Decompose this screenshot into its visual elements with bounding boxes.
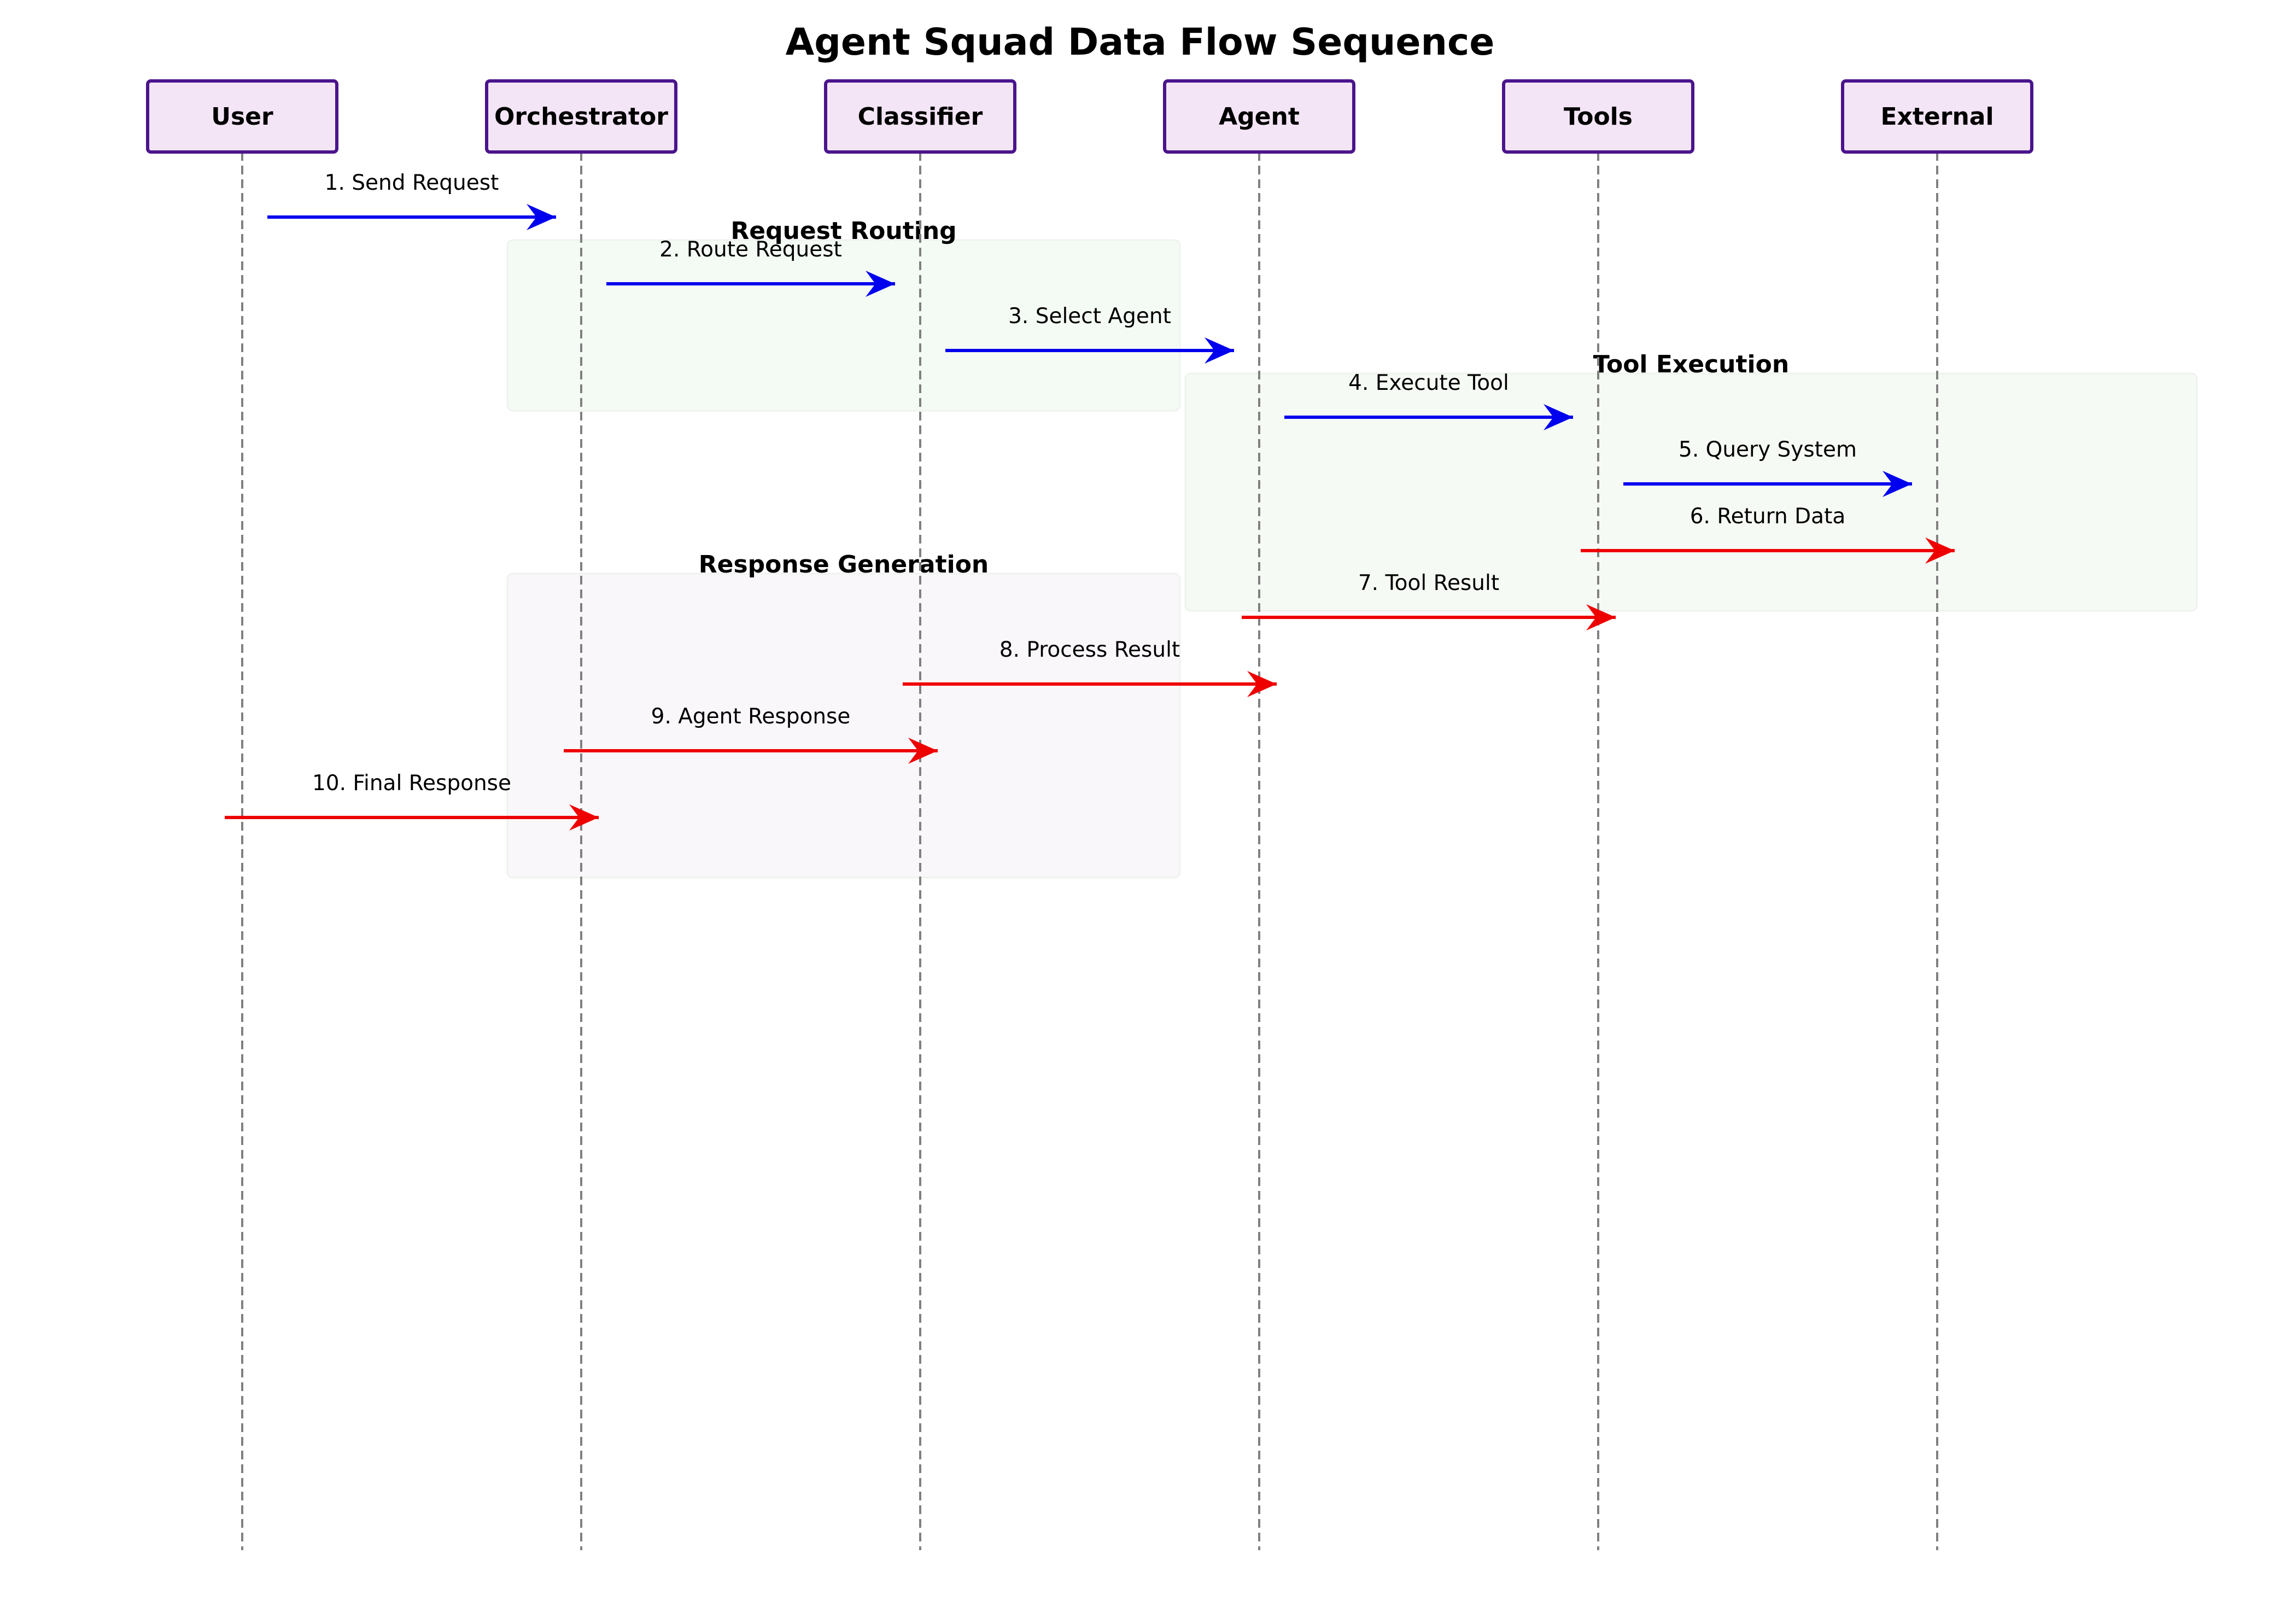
- message-9: 9. Agent Response: [564, 704, 938, 764]
- actor-box-orchestrator: [485, 79, 677, 154]
- actor-tools[interactable]: Tools: [1502, 79, 1694, 154]
- message-10: 10. Final Response: [225, 771, 599, 831]
- message-1: 1. Send Request: [267, 171, 556, 230]
- actor-label-classifier: Classifier: [858, 103, 983, 131]
- message-label-1: 1. Send Request: [325, 171, 499, 195]
- actor-external[interactable]: External: [1841, 79, 2033, 154]
- group-label-request-routing: Request Routing: [730, 217, 956, 245]
- group-label-tool-execution: Tool Execution: [1593, 350, 1789, 378]
- message-2: 2. Route Request: [606, 237, 895, 297]
- actor-label-orchestrator: Orchestrator: [494, 103, 668, 131]
- message-label-5: 5. Query System: [1679, 437, 1857, 462]
- actor-classifier[interactable]: Classifier: [824, 79, 1016, 154]
- messages: 1. Send Request 2. Route Request 3. Select…: [225, 171, 1955, 831]
- actor-box-tools: [1502, 79, 1694, 154]
- actor-box-user: [146, 79, 338, 154]
- actor-label-tools: Tools: [1564, 103, 1633, 131]
- message-3: 3. Select Agent: [945, 304, 1234, 364]
- message-6: 6. Return Data: [1581, 504, 1955, 564]
- message-8: 8. Process Result: [903, 638, 1277, 697]
- message-label-4: 4. Execute Tool: [1348, 371, 1509, 395]
- message-label-8: 8. Process Result: [999, 638, 1180, 662]
- message-4: 4. Execute Tool: [1284, 371, 1573, 430]
- message-label-10: 10. Final Response: [312, 771, 511, 796]
- message-label-9: 9. Agent Response: [651, 704, 851, 729]
- actor-box-classifier: [824, 79, 1016, 154]
- group-label-response-generation: Response Generation: [699, 551, 989, 579]
- actor-box-external: [1841, 79, 2033, 154]
- actor-label-external: External: [1880, 103, 1993, 131]
- diagram-title: Agent Squad Data Flow Sequence: [786, 21, 1495, 64]
- message-7: 7. Tool Result: [1242, 571, 1616, 630]
- message-label-2: 2. Route Request: [659, 237, 842, 262]
- actor-user[interactable]: User: [146, 79, 338, 154]
- message-5: 5. Query System: [1623, 437, 1912, 497]
- message-label-7: 7. Tool Result: [1358, 571, 1499, 595]
- group-box-response-generation: [506, 573, 1181, 879]
- message-label-6: 6. Return Data: [1690, 504, 1846, 529]
- actors: User Orchestrator Classifier Agent Tools Exte…: [146, 79, 2033, 154]
- lifelines: [241, 152, 1938, 1550]
- message-label-3: 3. Select Agent: [1008, 304, 1171, 329]
- actor-agent[interactable]: Agent: [1163, 79, 1355, 154]
- group-box-tool-execution: [1184, 372, 2198, 612]
- actor-label-user: User: [211, 103, 273, 131]
- actor-box-agent: [1163, 79, 1355, 154]
- actor-orchestrator[interactable]: Orchestrator: [485, 79, 677, 154]
- actor-label-agent: Agent: [1219, 103, 1300, 131]
